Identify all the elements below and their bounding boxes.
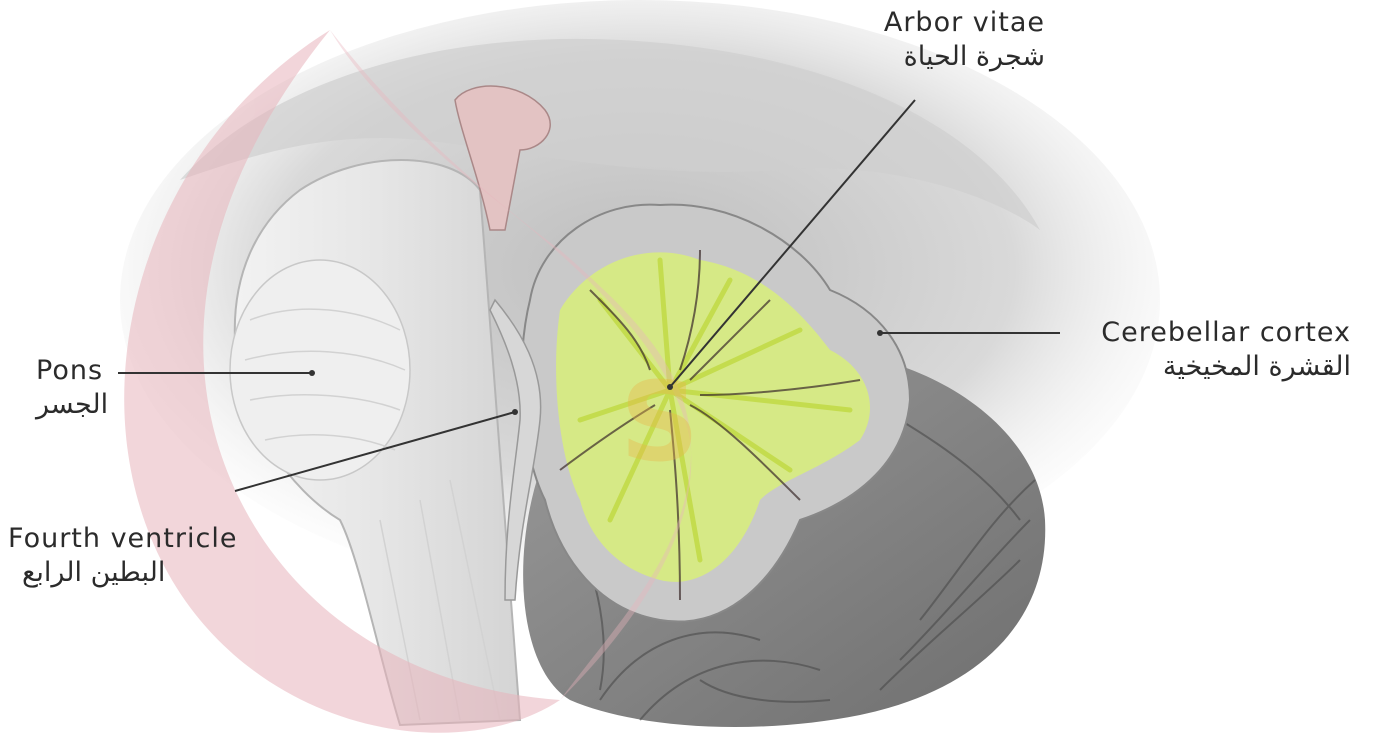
label-arbor-vitae-ar: شجرة الحياة [845,40,1045,74]
label-fourth-ventricle: Fourth ventricle البطين الرابع [8,522,278,590]
label-pons-en: Pons [36,355,103,386]
label-cerebellar-cortex-ar: القشرة المخيخية [1066,350,1351,384]
label-cerebellar-cortex-en: Cerebellar cortex [1101,317,1351,348]
label-arbor-vitae-en: Arbor vitae [884,7,1045,38]
pons-bulge [230,260,410,480]
label-arbor-vitae: Arbor vitae شجرة الحياة [845,6,1045,74]
label-fourth-ventricle-en: Fourth ventricle [8,523,237,554]
label-cerebellar-cortex: Cerebellar cortex القشرة المخيخية [1066,316,1351,384]
label-pons-ar: الجسر [36,388,156,422]
label-fourth-ventricle-ar: البطين الرابع [8,556,278,590]
watermark-letter: S [620,358,699,486]
label-pons: Pons الجسر [36,354,156,422]
